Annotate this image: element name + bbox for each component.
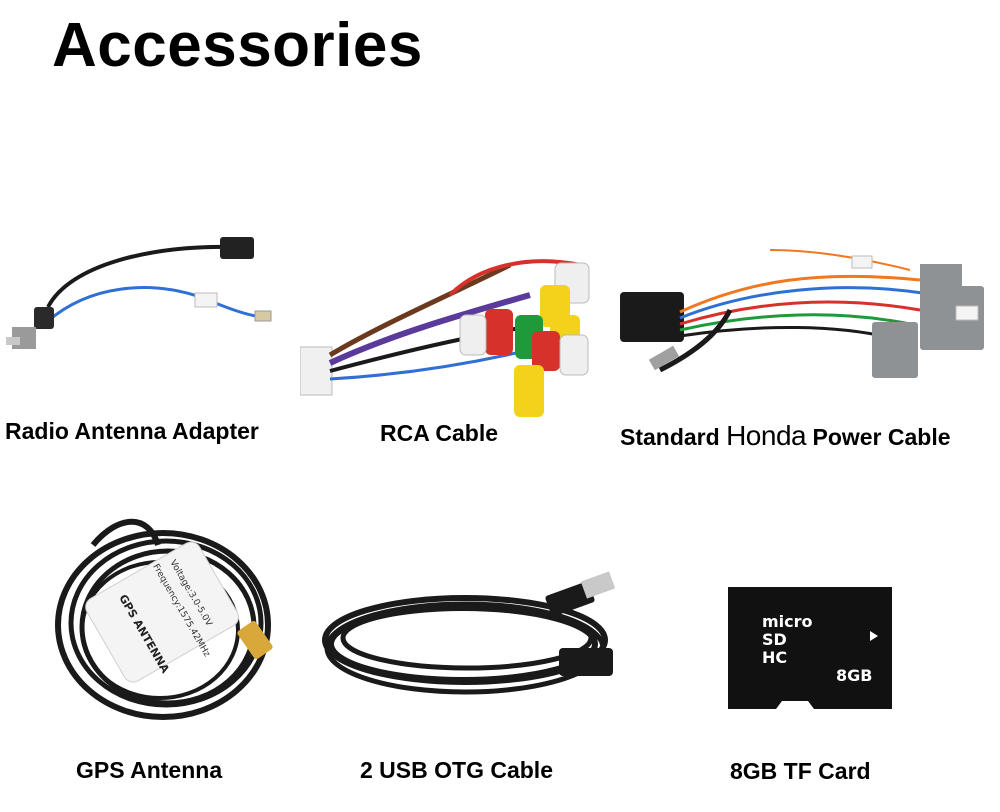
gps-antenna-label: GPS Antenna [76, 757, 223, 783]
power-cable-label: Standard Honda Power Cable [620, 420, 951, 452]
card-capacity: 8GB [836, 666, 872, 685]
play-arrow-icon [870, 631, 878, 641]
rca-cable-image [300, 235, 620, 425]
card-brand-hc: HC [762, 648, 787, 667]
power-cable-image [620, 240, 990, 380]
gps-antenna-image: Voltage:3.0-5.0V Frequency:1575.42MHz GP… [48, 505, 298, 725]
rca-cable-label: RCA Cable [380, 420, 498, 446]
tf-card-image: micro SD HC 8GB [722, 583, 902, 718]
power-cable-label-prefix: Standard [620, 424, 720, 450]
power-cable-label-suffix: Power Cable [812, 424, 951, 450]
radio-antenna-adapter-label: Radio Antenna Adapter [5, 418, 259, 444]
card-brand-micro: micro [762, 612, 813, 631]
card-brand-sd: SD [762, 630, 787, 649]
usb-otg-cable-image [315, 570, 625, 720]
honda-brand-text: Honda [726, 420, 807, 451]
radio-antenna-adapter-image [0, 225, 290, 385]
tf-card-label: 8GB TF Card [730, 758, 871, 784]
page-title: Accessories [52, 11, 423, 80]
usb-otg-cable-label: 2 USB OTG Cable [360, 757, 553, 783]
